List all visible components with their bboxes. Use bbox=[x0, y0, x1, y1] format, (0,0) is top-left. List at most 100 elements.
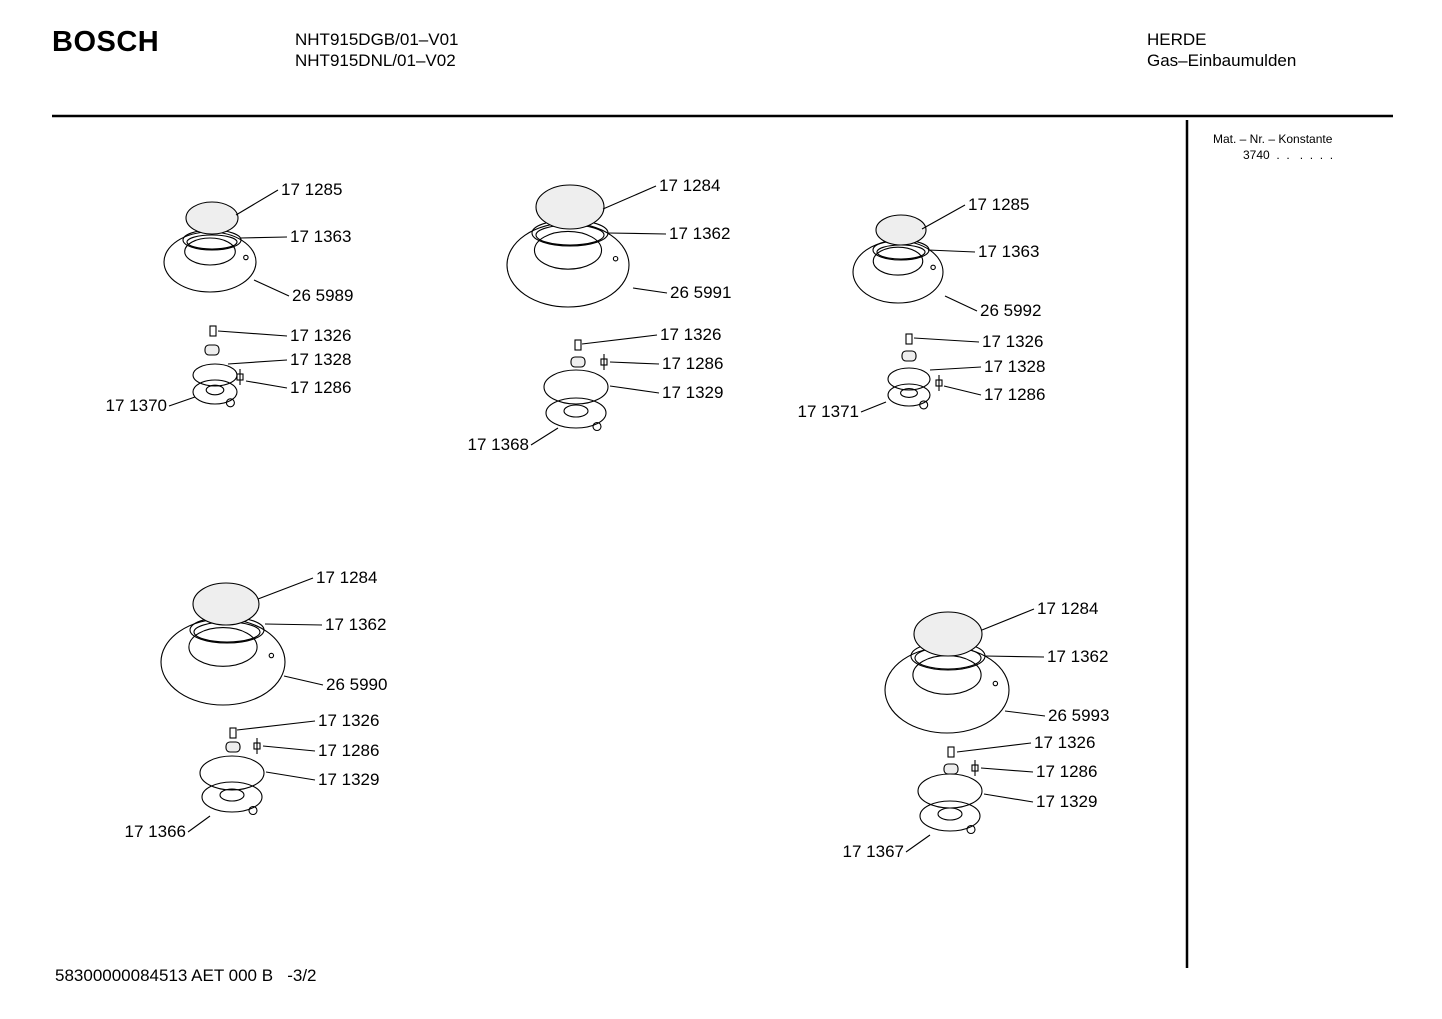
leader-line bbox=[609, 385, 660, 394]
burner-base-center bbox=[937, 807, 963, 821]
brand-logo: BOSCH bbox=[52, 26, 160, 58]
burner-cap bbox=[875, 214, 927, 246]
leader-line bbox=[602, 185, 657, 210]
part-number-label: 17 1286 bbox=[318, 741, 379, 760]
part-number-label: 26 5991 bbox=[670, 283, 731, 302]
leader-line bbox=[217, 330, 288, 337]
mat-nr-label: Mat. – Nr. – Konstante bbox=[1213, 132, 1333, 146]
leader-line bbox=[913, 337, 980, 343]
plate-opening bbox=[188, 627, 258, 667]
thermocouple-head bbox=[935, 379, 943, 387]
part-number-label: 17 1328 bbox=[290, 350, 351, 369]
plate-hole bbox=[612, 255, 619, 262]
part-number-label: 17 1285 bbox=[968, 195, 1029, 214]
part-number-label: 17 1366 bbox=[125, 822, 186, 841]
burner-cap bbox=[913, 611, 983, 657]
screw bbox=[209, 325, 217, 337]
leader-line bbox=[983, 793, 1034, 803]
nozzle bbox=[570, 356, 586, 368]
burner-plate bbox=[160, 618, 286, 706]
plate-opening bbox=[184, 237, 236, 266]
burner-base bbox=[192, 379, 238, 405]
leader-line bbox=[927, 249, 976, 253]
leader-line bbox=[860, 401, 887, 413]
screw bbox=[574, 339, 582, 351]
part-number-label: 26 5990 bbox=[326, 675, 387, 694]
leader-line bbox=[257, 577, 314, 600]
screw bbox=[947, 746, 955, 758]
screw bbox=[229, 727, 237, 739]
burner-body-ring bbox=[887, 367, 931, 391]
part-number-label: 17 1326 bbox=[660, 325, 721, 344]
thermocouple-head bbox=[253, 742, 261, 750]
part-number-label: 17 1286 bbox=[1036, 762, 1097, 781]
gas-inlet bbox=[248, 805, 258, 816]
leader-line bbox=[227, 359, 288, 365]
category: HERDE bbox=[1147, 30, 1207, 49]
leader-line bbox=[262, 745, 316, 752]
part-number-label: 17 1329 bbox=[1036, 792, 1097, 811]
burner-body-ring bbox=[917, 773, 983, 809]
leader-line bbox=[253, 279, 290, 297]
part-number-label: 17 1362 bbox=[1047, 647, 1108, 666]
part-number-label: 17 1328 bbox=[984, 357, 1045, 376]
leader-line bbox=[581, 334, 658, 345]
part-number-label: 17 1329 bbox=[662, 383, 723, 402]
part-number-label: 17 1326 bbox=[290, 326, 351, 345]
burner-body-ring bbox=[543, 369, 609, 405]
leader-line bbox=[245, 380, 288, 389]
plate-hole bbox=[992, 680, 999, 687]
part-number-label: 17 1368 bbox=[468, 435, 529, 454]
model-number-1: NHT915DGB/01–V01 bbox=[295, 30, 459, 49]
thermocouple-head bbox=[971, 764, 979, 772]
part-number-label: 17 1326 bbox=[982, 332, 1043, 351]
leader-line bbox=[905, 834, 931, 853]
leader-line bbox=[607, 232, 667, 235]
burner-cap bbox=[192, 582, 260, 626]
nozzle bbox=[204, 344, 220, 356]
burner-base-center bbox=[219, 788, 245, 802]
leader-line bbox=[239, 236, 288, 239]
gas-inlet bbox=[966, 824, 976, 835]
leader-line bbox=[530, 427, 559, 446]
part-number-label: 17 1362 bbox=[669, 224, 730, 243]
leader-line bbox=[921, 204, 966, 230]
burner-plate bbox=[163, 231, 257, 293]
part-number-label: 17 1284 bbox=[1037, 599, 1098, 618]
nozzle bbox=[901, 350, 917, 362]
leader-line bbox=[944, 295, 978, 312]
leader-line bbox=[956, 742, 1032, 753]
burner-base-center bbox=[205, 384, 225, 396]
part-number-label: 26 5989 bbox=[292, 286, 353, 305]
burner-cap bbox=[185, 201, 239, 235]
leader-line bbox=[943, 385, 982, 396]
part-number-label: 17 1367 bbox=[843, 842, 904, 861]
leader-line bbox=[187, 815, 211, 833]
plate-hole bbox=[930, 264, 936, 271]
part-number-label: 17 1286 bbox=[290, 378, 351, 397]
part-number-label: 17 1284 bbox=[316, 568, 377, 587]
burner-base bbox=[887, 383, 931, 407]
thermocouple-head bbox=[600, 358, 608, 366]
nozzle bbox=[943, 763, 959, 775]
leader-line bbox=[168, 396, 196, 407]
part-number-label: 17 1326 bbox=[1034, 733, 1095, 752]
footer-code: 58300000084513 AET 000 B -3/2 bbox=[55, 966, 317, 985]
burner-base bbox=[201, 781, 263, 813]
burner-base bbox=[545, 397, 607, 429]
leader-line bbox=[980, 767, 1034, 773]
part-number-label: 17 1326 bbox=[318, 711, 379, 730]
burner-base-center bbox=[900, 388, 918, 398]
burner-plate bbox=[506, 222, 630, 308]
leader-line bbox=[981, 608, 1035, 631]
gas-inlet bbox=[919, 400, 929, 410]
burner-body-ring bbox=[199, 755, 265, 791]
leader-line bbox=[1004, 710, 1046, 717]
part-number-label: 17 1286 bbox=[984, 385, 1045, 404]
part-number-label: 17 1362 bbox=[325, 615, 386, 634]
part-number-label: 17 1363 bbox=[290, 227, 351, 246]
part-number-label: 17 1285 bbox=[281, 180, 342, 199]
leader-line bbox=[283, 675, 324, 686]
